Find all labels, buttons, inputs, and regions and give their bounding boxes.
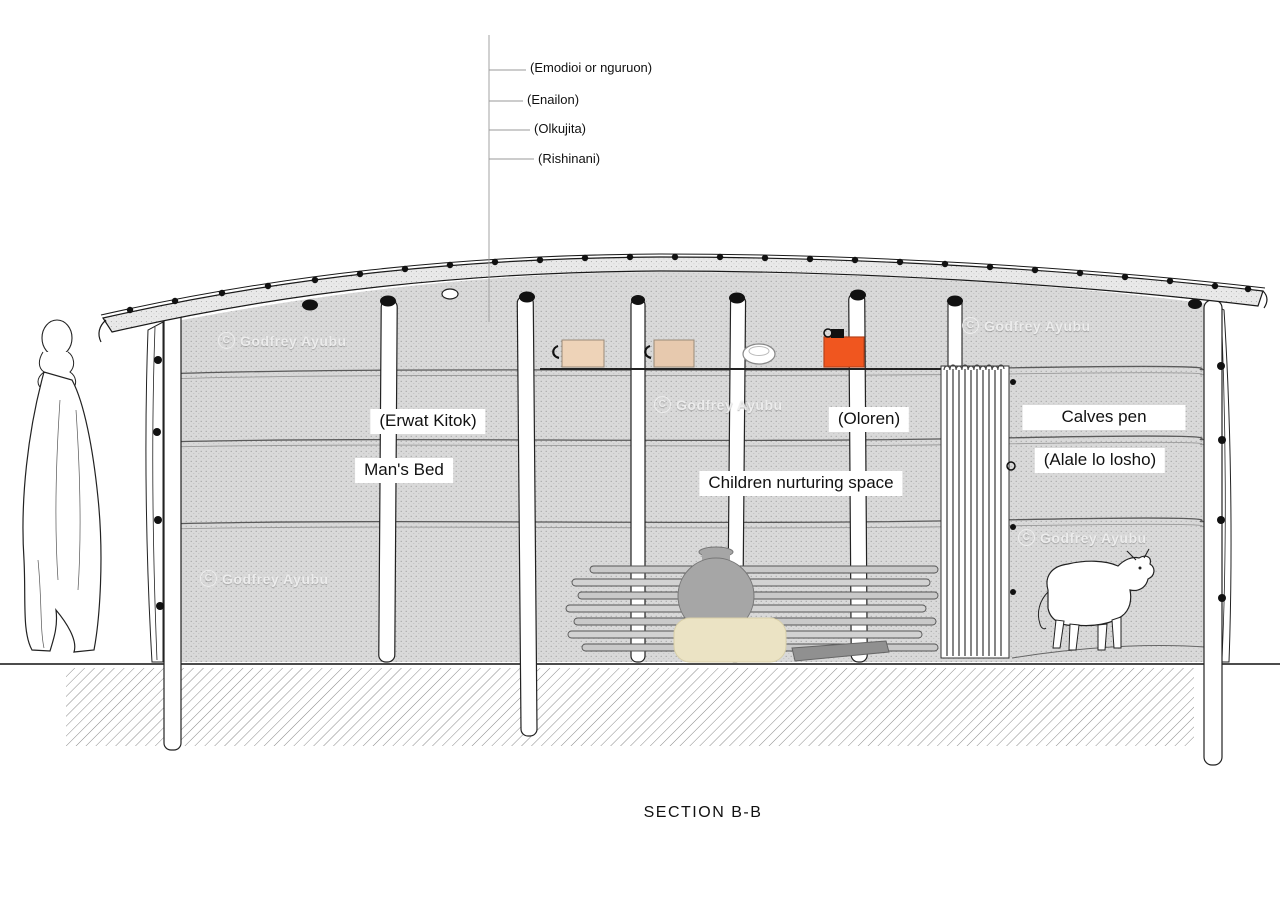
label-children-space: Children nurturing space (699, 471, 903, 496)
black-cup (831, 329, 844, 338)
label-calves-pen: Calves pen (1022, 405, 1186, 430)
watermark: C Godfrey Ayubu (962, 317, 1091, 334)
watermark-text: Godfrey Ayubu (1040, 529, 1147, 546)
roof-layer-label-olkujita: (Olkujita) (534, 121, 587, 136)
roof-layer-label-rishinani: (Rishinani) (538, 151, 601, 166)
copyright-icon: C (962, 317, 979, 334)
watermark: C Godfrey Ayubu (218, 332, 347, 349)
person-figure (22, 319, 102, 653)
ground-hatch (66, 668, 1194, 746)
copyright-icon: C (1018, 529, 1035, 546)
wall-edge-dots (153, 356, 1226, 610)
label-oloren: (Oloren) (828, 407, 910, 432)
hearth-mound (673, 617, 787, 663)
watermark: C Godfrey Ayubu (200, 570, 329, 587)
watermark: C Godfrey Ayubu (1018, 529, 1147, 546)
roof-fixing-dots (126, 253, 1252, 314)
label-mans-bed: Man's Bed (355, 458, 453, 483)
label-alale-lo-losho: (Alale lo losho) (1034, 448, 1166, 473)
copyright-icon: C (654, 396, 671, 413)
section-title: SECTION B-B (643, 804, 763, 821)
leader-lines (488, 35, 534, 322)
shelf-hook-2 (644, 344, 652, 360)
roof-band (98, 253, 1268, 343)
watermark: C Godfrey Ayubu (654, 396, 783, 413)
shelf-hook-1 (552, 344, 560, 360)
hearth-board (791, 640, 890, 662)
watermark-text: Godfrey Ayubu (240, 332, 347, 349)
ground-line (0, 645, 1280, 665)
roof-layer-label-emodioi: (Emodioi or nguruon) (530, 60, 653, 75)
calf-figure (1037, 548, 1155, 651)
firewood-stack (565, 565, 939, 652)
roof-layer-label-enailon: (Enailon) (527, 92, 580, 107)
copyright-icon: C (218, 332, 235, 349)
shelf-box-1 (561, 339, 605, 368)
orange-container (823, 336, 865, 368)
storage-shelf (540, 328, 942, 370)
hearth (673, 546, 890, 663)
watermark-text: Godfrey Ayubu (984, 317, 1091, 334)
watermark-text: Godfrey Ayubu (676, 396, 783, 413)
shelf-box-2 (653, 339, 695, 368)
calabash-bowl (742, 343, 776, 365)
copyright-icon: C (200, 570, 217, 587)
label-erwat-kitok: (Erwat Kitok) (370, 409, 486, 434)
watermark-text: Godfrey Ayubu (222, 570, 329, 587)
calves-pen-screen (940, 364, 1016, 659)
